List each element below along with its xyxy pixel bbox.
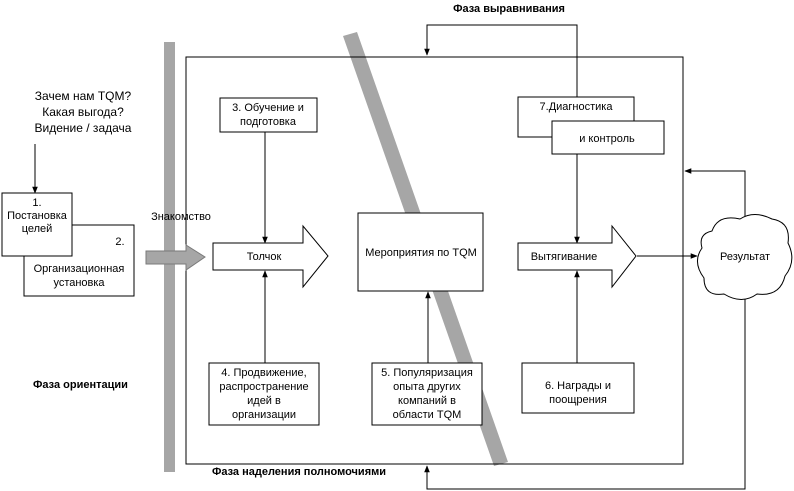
tqm-events-label: Мероприятия по TQM bbox=[365, 247, 477, 259]
result-feedback-arrow bbox=[684, 168, 746, 226]
alignment-feedback-arrow bbox=[424, 24, 578, 104]
push-arrow bbox=[212, 224, 329, 289]
pull-label: Вытягивание bbox=[531, 251, 598, 263]
question-line-3: Видение / задача bbox=[35, 121, 132, 135]
box4-line-1: 4. Продвижение, bbox=[221, 367, 306, 379]
box4-line-2: распространение bbox=[219, 381, 308, 393]
box2-line-1: 2. bbox=[115, 236, 124, 248]
box7-line-2: и контроль bbox=[579, 133, 635, 145]
box6-line-1: 6. Награды и bbox=[545, 380, 611, 392]
box3-line-2: подготовка bbox=[240, 116, 297, 128]
box1-line-1: 1. bbox=[32, 197, 41, 209]
box2-line-2: Организационная bbox=[34, 263, 125, 275]
box6-line-2: поощрения bbox=[549, 394, 607, 406]
question-line-2: Какая выгода? bbox=[42, 105, 124, 119]
box3-line-1: 3. Обучение и bbox=[232, 102, 304, 114]
box-popularization bbox=[371, 362, 483, 426]
empowerment-feedback-arrow bbox=[424, 298, 746, 490]
phase-empowerment-label: Фаза наделения полномочиями bbox=[212, 466, 386, 478]
result-label: Результат bbox=[720, 251, 770, 263]
box5-line-4: области TQM bbox=[393, 409, 462, 421]
box5-line-1: 5. Популяризация bbox=[381, 367, 473, 379]
box-rewards bbox=[521, 362, 635, 414]
introduction-arrow bbox=[145, 244, 206, 271]
box4-line-3: идей в bbox=[247, 395, 281, 407]
phase-orientation-label: Фаза ориентации bbox=[33, 379, 128, 391]
box5-line-3: компаний в bbox=[398, 395, 456, 407]
push-label: Толчок bbox=[247, 251, 282, 263]
box-tqm-events bbox=[357, 212, 484, 292]
box5-line-2: опыта других bbox=[393, 381, 461, 393]
box-diagnostics-bottom bbox=[551, 120, 665, 155]
box7-line-1: 7.Диагностика bbox=[540, 101, 614, 113]
box-promotion bbox=[208, 362, 320, 426]
phase-alignment-label: Фаза выравнивания bbox=[453, 3, 565, 15]
result-cloud bbox=[697, 214, 793, 300]
question-line-1: Зачем нам TQM? bbox=[35, 89, 132, 103]
box4-line-4: организации bbox=[232, 409, 296, 421]
box1-line-3: целей bbox=[22, 223, 53, 235]
introduction-label: Знакомство bbox=[151, 211, 211, 223]
box-training bbox=[219, 97, 318, 133]
box-goal-setting bbox=[1, 192, 73, 257]
pull-arrow bbox=[517, 224, 637, 289]
box2-line-3: установка bbox=[53, 277, 105, 289]
box1-line-2: Постановка bbox=[7, 210, 68, 222]
